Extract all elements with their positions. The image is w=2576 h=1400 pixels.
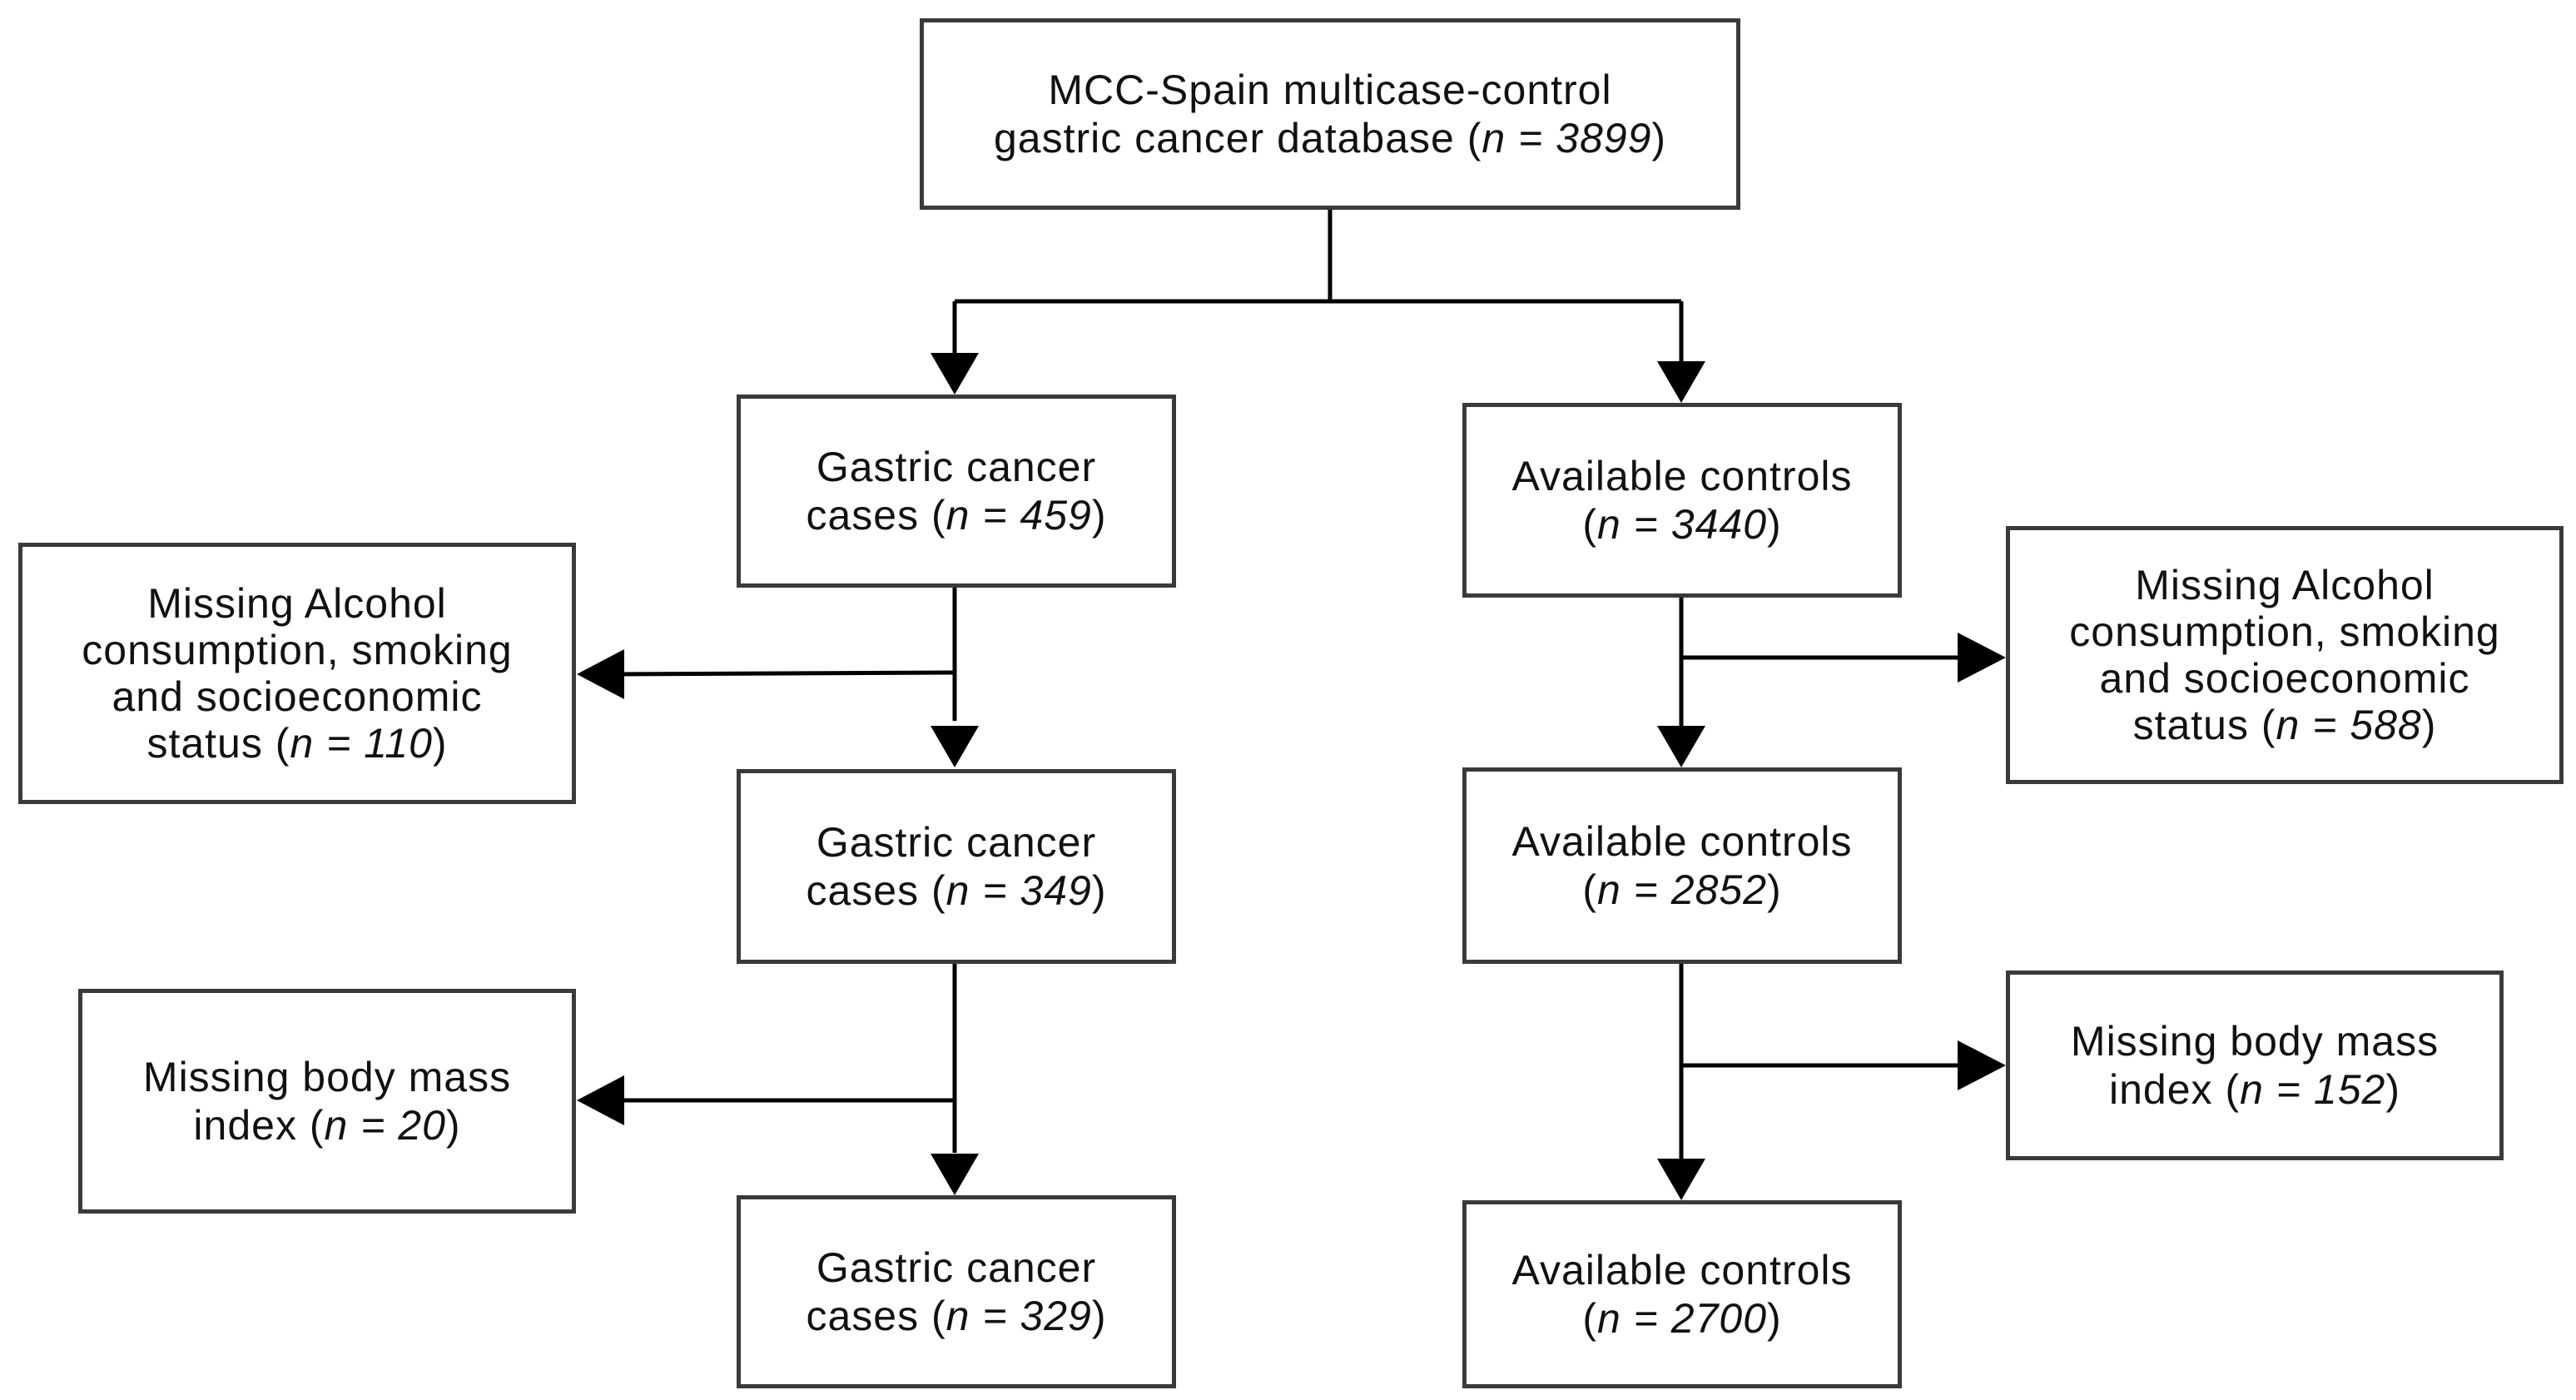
- cases-349-box: Gastric cancer cases (n = 349): [737, 769, 1176, 964]
- arrowhead-controls-2700: [1657, 1159, 1705, 1200]
- cases-329-box: Gastric cancer cases (n = 329): [737, 1195, 1176, 1388]
- cases-329-n: n = 329: [946, 1293, 1092, 1339]
- controls-3440-n: n = 3440: [1596, 501, 1768, 548]
- arrowhead-controls-3440: [1657, 361, 1705, 403]
- arrowhead-cases-329: [931, 1154, 979, 1195]
- missing-cases-110-n: n = 110: [290, 720, 433, 767]
- controls-3440-box: Available controls (n = 3440): [1462, 403, 1902, 598]
- arrowhead-missing-cases-110: [577, 649, 624, 699]
- arrowhead-missing-controls-588: [1958, 633, 2006, 683]
- root-n: n = 3899: [1482, 115, 1652, 161]
- controls-2700-box: Available controls (n = 2700): [1462, 1200, 1902, 1388]
- arrowhead-cases-459: [931, 353, 979, 395]
- arrowhead-controls-2852: [1657, 726, 1705, 767]
- controls-2700-n: n = 2700: [1596, 1295, 1768, 1342]
- controls-2852-box: Available controls (n = 2852): [1462, 767, 1902, 964]
- cases-459-box: Gastric cancer cases (n = 459): [737, 395, 1176, 588]
- arrowhead-missing-controls-152: [1958, 1040, 2006, 1090]
- missing-cases-20-box: Missing body mass index (n = 20): [78, 989, 576, 1214]
- cases-459-n: n = 459: [946, 492, 1092, 539]
- to-missing-cases-110-line: [619, 670, 955, 677]
- missing-controls-152-box: Missing body mass index (n = 152): [2006, 971, 2504, 1160]
- root-line-1: MCC-Spain multicase-control: [1048, 67, 1612, 113]
- cases-459-line-1: Gastric cancer: [816, 444, 1097, 490]
- arrowhead-cases-349: [931, 726, 979, 767]
- missing-controls-588-box: Missing Alcohol consumption, smoking and…: [2006, 526, 2564, 784]
- missing-controls-152-n: n = 152: [2240, 1066, 2386, 1113]
- missing-cases-110-box: Missing Alcohol consumption, smoking and…: [18, 543, 576, 804]
- arrowhead-missing-cases-20: [577, 1075, 624, 1125]
- missing-cases-20-n: n = 20: [324, 1102, 446, 1149]
- root-database-box: MCC-Spain multicase-control gastric canc…: [920, 18, 1740, 210]
- missing-controls-588-n: n = 588: [2276, 702, 2422, 748]
- cases-349-n: n = 349: [946, 867, 1092, 914]
- root-line-2: gastric cancer database (: [993, 115, 1482, 161]
- controls-2852-n: n = 2852: [1596, 866, 1768, 913]
